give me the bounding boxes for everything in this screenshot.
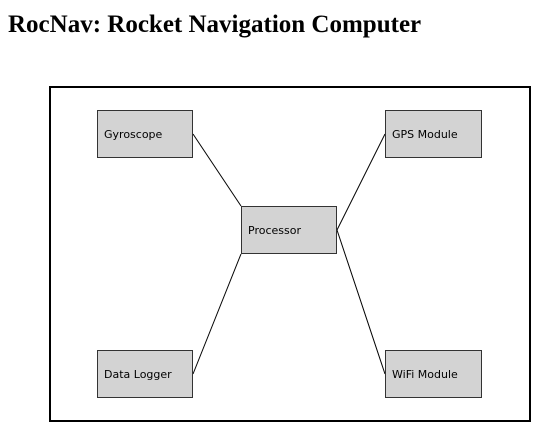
- gps-module-node: GPS Module: [385, 110, 482, 158]
- gyroscope-node: Gyroscope: [97, 110, 193, 158]
- processor-label: Processor: [248, 223, 301, 237]
- wifi-module-node: WiFi Module: [385, 350, 482, 398]
- gps-module-label: GPS Module: [392, 127, 458, 141]
- data-logger-node: Data Logger: [97, 350, 193, 398]
- processor-node: Processor: [241, 206, 337, 254]
- wifi-module-label: WiFi Module: [392, 367, 458, 381]
- data-logger-label: Data Logger: [104, 367, 172, 381]
- gyroscope-label: Gyroscope: [104, 127, 163, 141]
- page-title: RocNav: Rocket Navigation Computer: [8, 11, 422, 38]
